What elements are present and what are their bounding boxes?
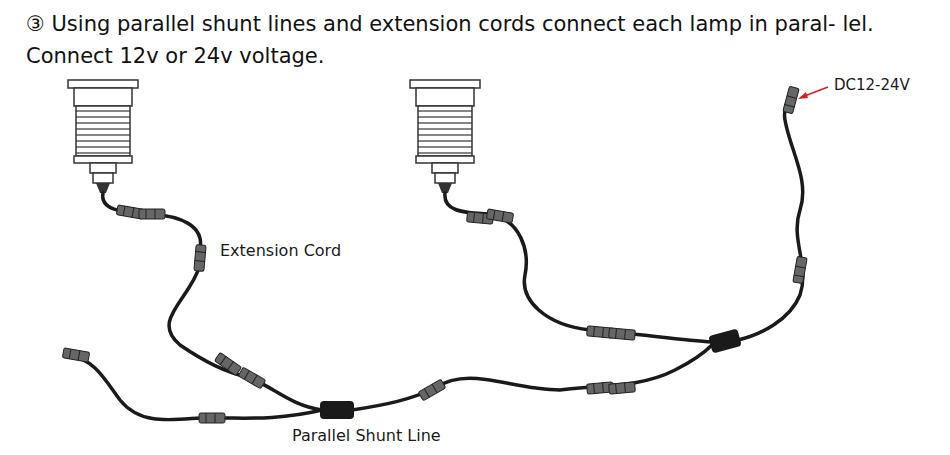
heading-text: ③ Using parallel shunt lines and extensi… [26,8,926,72]
part-label: Parallel Shunt Line [290,426,443,445]
cable-plugs [62,86,807,423]
lamp-middle [410,80,480,193]
cable [70,97,803,420]
voltage-label: DC12-24V [832,76,912,94]
pointer-arrow [798,87,828,99]
lamp-left [68,80,138,193]
shunt-box [320,328,742,419]
part-label: Extension Cord [218,241,343,260]
